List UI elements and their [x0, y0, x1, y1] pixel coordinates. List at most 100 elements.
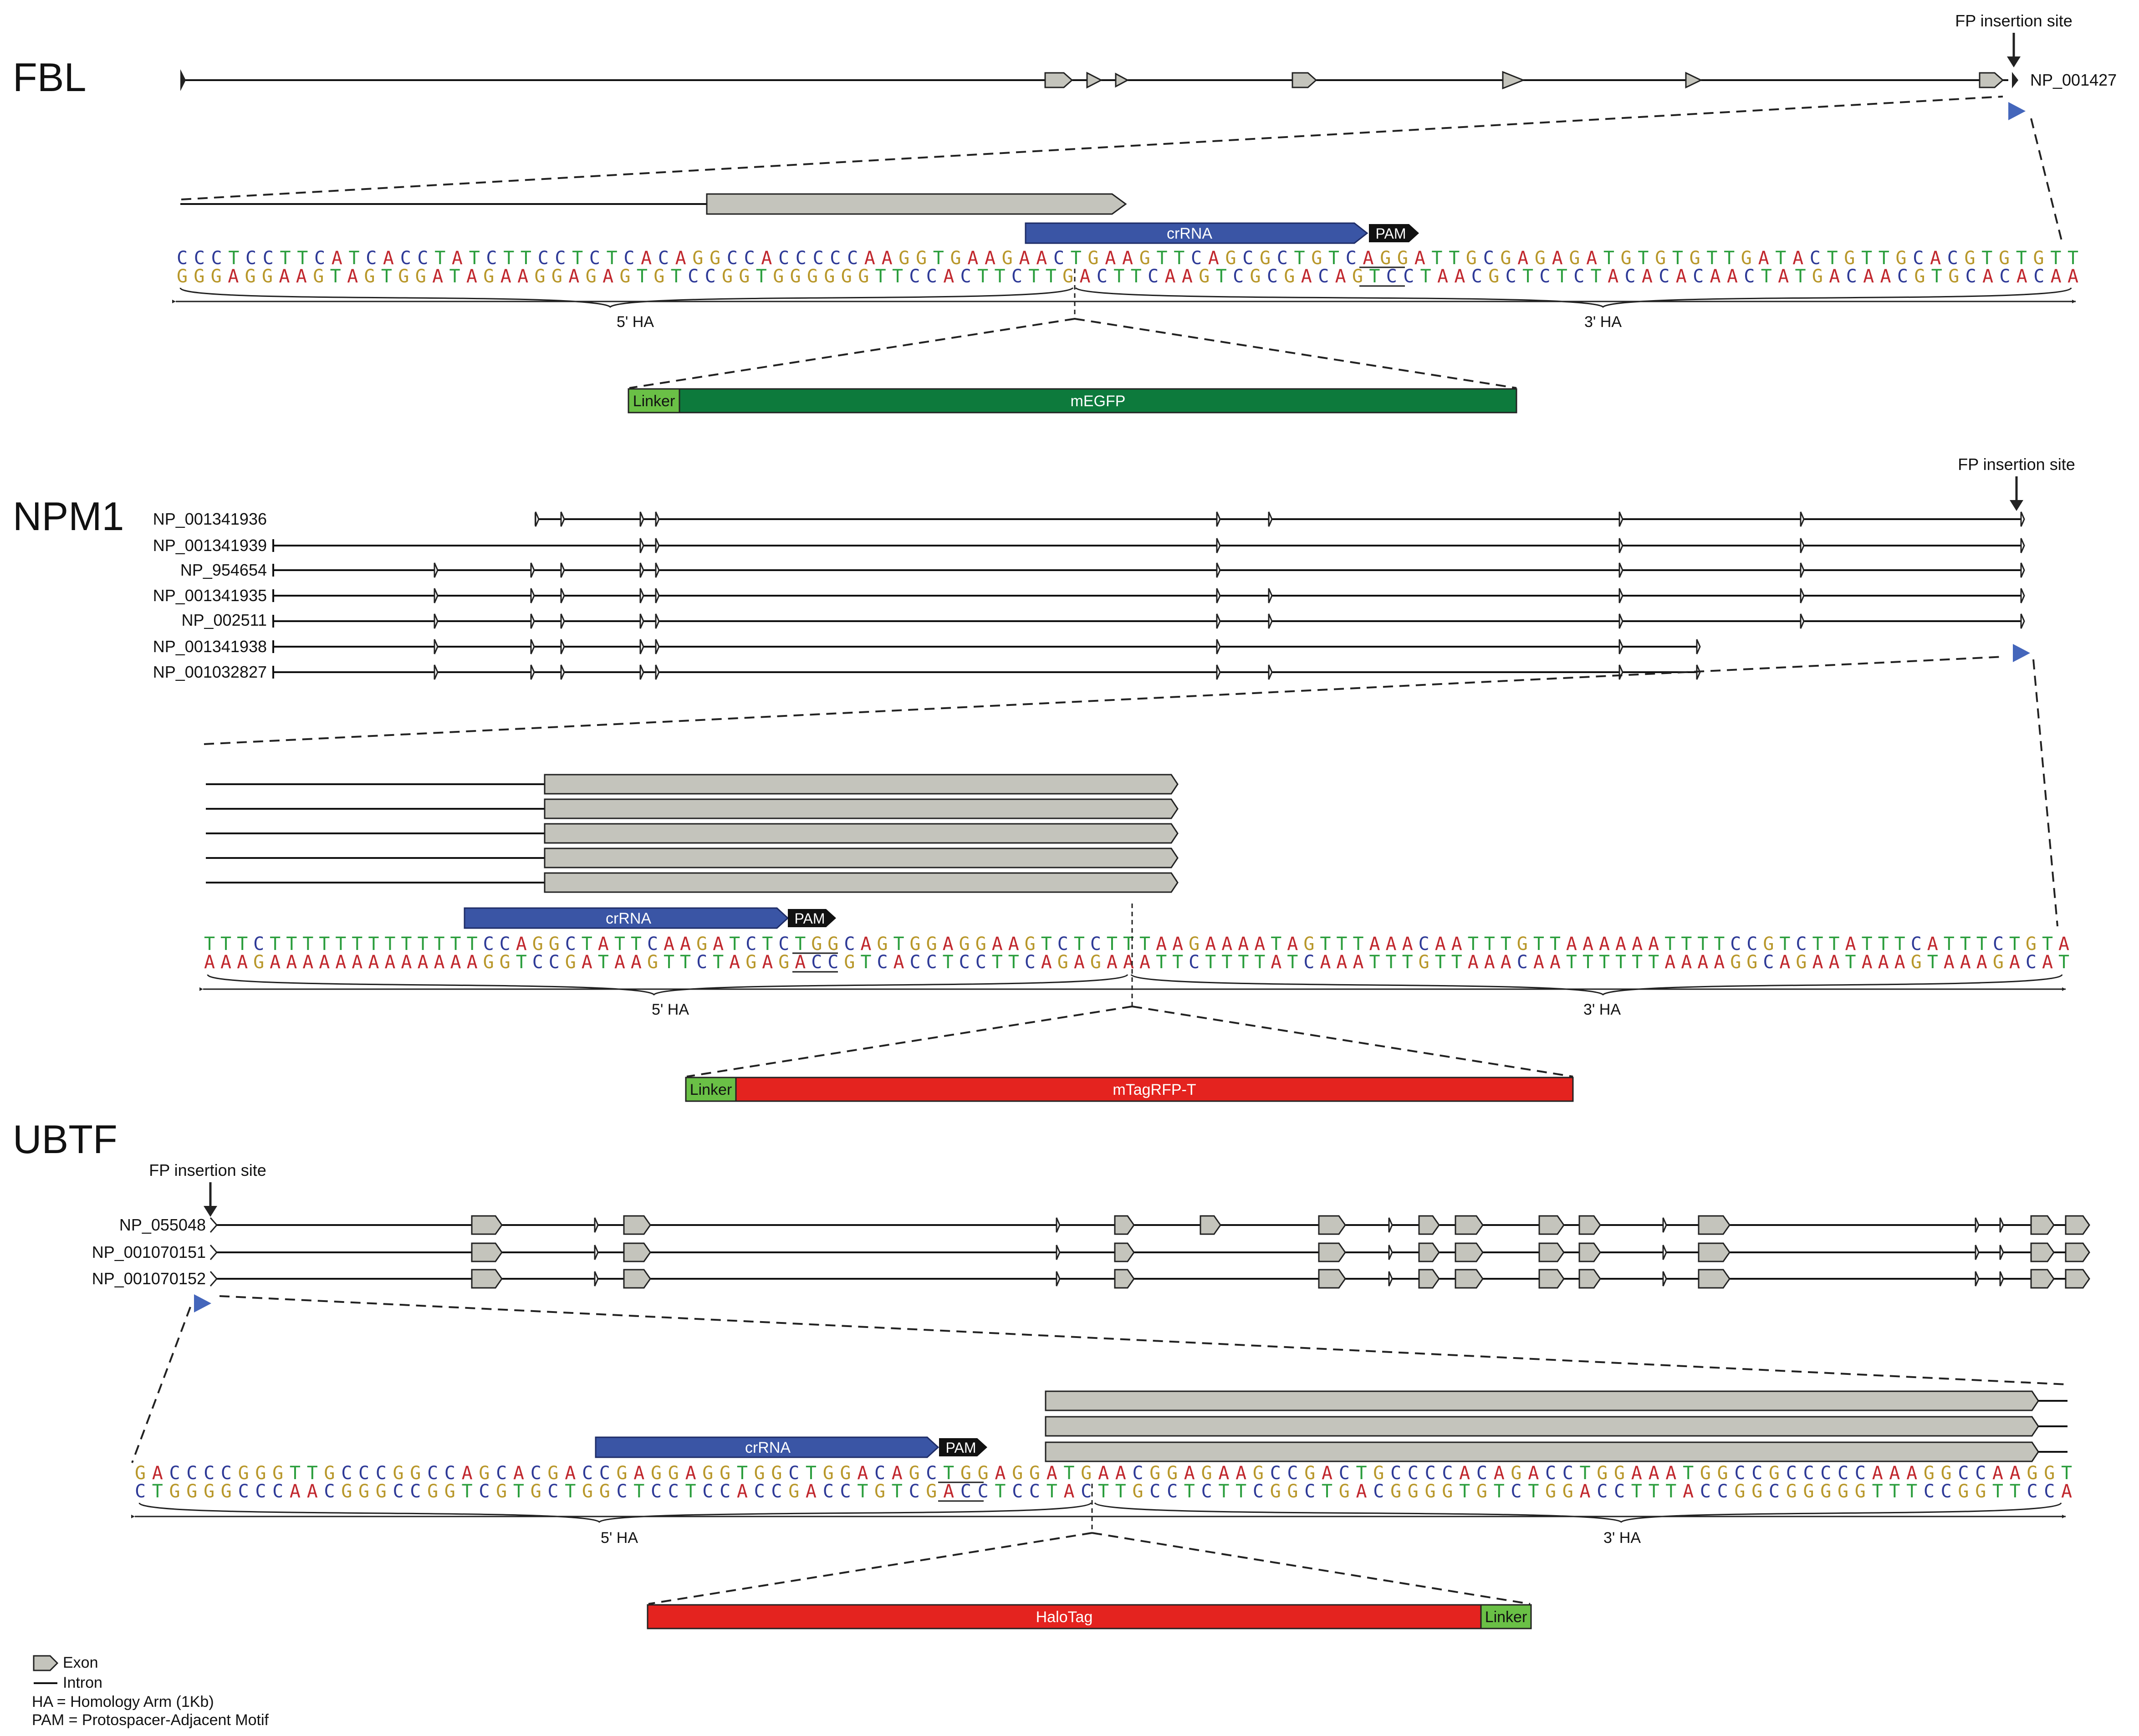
- exon-icon: [1538, 1269, 1565, 1289]
- exon-icon: [33, 1655, 59, 1671]
- base-C: C: [1408, 1463, 1419, 1484]
- pam-label: PAM: [946, 1440, 976, 1456]
- base-A: A: [2009, 952, 2020, 973]
- base-G: G: [1133, 1481, 1144, 1502]
- base-C: C: [1855, 1463, 1866, 1484]
- exon-icon: [530, 664, 535, 680]
- base-C: C: [135, 1481, 146, 1502]
- base-G: G: [722, 266, 733, 287]
- base-A: A: [1064, 1481, 1075, 1502]
- base-C: C: [778, 934, 789, 955]
- exon-icon: [639, 613, 644, 629]
- base-A: A: [1353, 952, 1364, 973]
- base-G: G: [1730, 952, 1741, 973]
- base-T: T: [1697, 934, 1708, 955]
- base-G: G: [500, 952, 511, 973]
- fp-box: [735, 1077, 1574, 1102]
- transcript-label: NP_001427: [2030, 71, 2117, 89]
- base-C: C: [2026, 952, 2037, 973]
- base-T: T: [1599, 952, 1610, 973]
- exon-icon: [1578, 1269, 1601, 1289]
- base-C: C: [909, 1481, 920, 1502]
- base-C: C: [1573, 266, 1584, 287]
- exon-icon: [1268, 511, 1273, 527]
- fp-label: mEGFP: [1071, 393, 1126, 410]
- base-C: C: [1233, 266, 1244, 287]
- base-G: G: [341, 1481, 352, 1502]
- base-T: T: [671, 266, 682, 287]
- base-A: A: [1494, 1463, 1505, 1484]
- ha5-label: 5' HA: [652, 1001, 689, 1018]
- base-T: T: [598, 952, 609, 973]
- base-G: G: [177, 266, 188, 287]
- base-G: G: [1763, 934, 1774, 955]
- base-C: C: [376, 1463, 387, 1484]
- base-T: T: [467, 934, 478, 955]
- base-A: A: [1758, 248, 1769, 269]
- exon-icon: [1045, 1416, 2039, 1437]
- legend-pam-definition: PAM = Protospacer-Adjacent Motif: [32, 1711, 269, 1729]
- base-A: A: [2051, 266, 2062, 287]
- base-G: G: [551, 266, 562, 287]
- legend-intron-label: Intron: [63, 1674, 102, 1691]
- base-T: T: [302, 934, 313, 955]
- base-T: T: [418, 934, 429, 955]
- base-A: A: [1098, 1463, 1109, 1484]
- base-C: C: [1693, 266, 1704, 287]
- zoom-dashed-line: [2032, 659, 2058, 927]
- base-A: A: [1599, 934, 1610, 955]
- ha-brace: [1075, 287, 2072, 308]
- base-C: C: [1810, 248, 1821, 269]
- base-C: C: [194, 248, 205, 269]
- base-T: T: [1681, 934, 1692, 955]
- exon-icon: [639, 562, 644, 578]
- exon-icon: [1618, 639, 1623, 654]
- base-A: A: [1862, 952, 1873, 973]
- base-A: A: [1727, 266, 1738, 287]
- base-A: A: [1451, 934, 1462, 955]
- base-A: A: [517, 266, 528, 287]
- base-A: A: [516, 934, 527, 955]
- exon-icon: [1455, 1242, 1484, 1262]
- transcript-start-cap: [209, 1245, 218, 1260]
- exon-icon: [655, 639, 660, 654]
- base-A: A: [1036, 248, 1047, 269]
- base-G: G: [535, 266, 546, 287]
- base-G: G: [1838, 1481, 1848, 1502]
- base-T: T: [1665, 1481, 1676, 1502]
- base-C: C: [926, 952, 937, 973]
- base-T: T: [565, 1481, 576, 1502]
- exon-icon: [471, 1269, 503, 1289]
- legend-exon-label: Exon: [63, 1654, 98, 1671]
- base-G: G: [807, 266, 818, 287]
- base-G: G: [617, 1463, 628, 1484]
- base-T: T: [680, 952, 691, 973]
- base-C: C: [1769, 1481, 1780, 1502]
- base-T: T: [516, 952, 527, 973]
- base-C: C: [1763, 952, 1774, 973]
- base-A: A: [302, 952, 313, 973]
- base-G: G: [771, 1463, 782, 1484]
- exon-icon: [530, 613, 535, 629]
- npm1-panel: NPM1 FP insertion site NP_001341936 NP_0…: [13, 455, 2075, 1102]
- base-G: G: [1260, 248, 1271, 269]
- base-T: T: [1402, 952, 1413, 973]
- base-A: A: [1982, 266, 1993, 287]
- base-T: T: [1528, 1481, 1539, 1502]
- base-A: A: [434, 952, 445, 973]
- exon-icon: [1800, 511, 1805, 527]
- base-C: C: [696, 952, 707, 973]
- base-C: C: [549, 952, 560, 973]
- fp-insertion-arrowhead: [204, 1206, 217, 1217]
- base-G: G: [2027, 1463, 2038, 1484]
- base-G: G: [1545, 1481, 1556, 1502]
- base-A: A: [1336, 952, 1347, 973]
- exon-icon: [655, 588, 660, 603]
- base-A: A: [1829, 266, 1840, 287]
- base-A: A: [319, 952, 330, 973]
- base-T: T: [893, 934, 904, 955]
- base-T: T: [1205, 952, 1216, 973]
- exon-icon: [2020, 613, 2025, 629]
- fp-insertion-arrowhead: [2010, 500, 2023, 511]
